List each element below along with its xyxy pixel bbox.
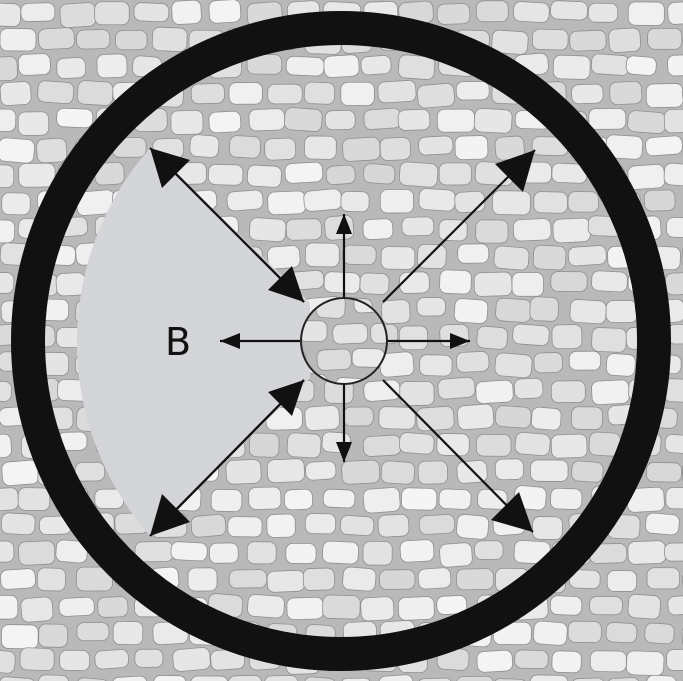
sector-label: B [165,320,191,364]
